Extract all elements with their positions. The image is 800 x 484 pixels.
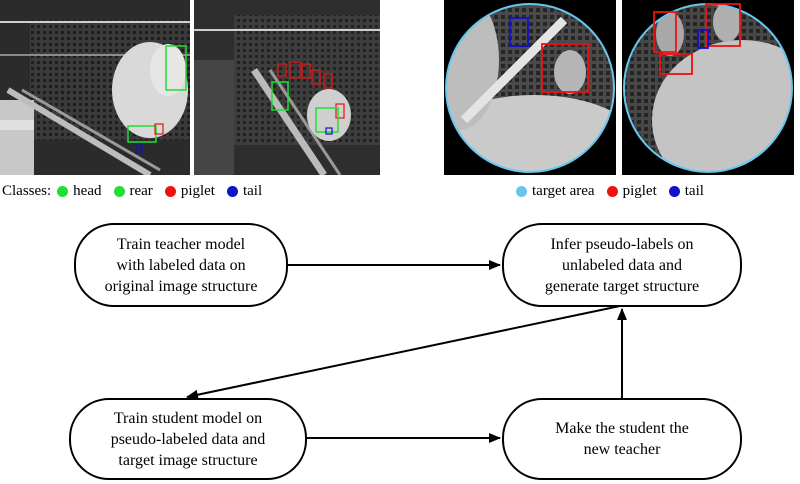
original-image-1 — [0, 0, 190, 175]
legend-item-tail: tail — [226, 183, 262, 200]
legend-classes: Classes: head rear piglet tail — [2, 183, 274, 200]
blue-dot-icon — [668, 186, 680, 197]
original-image-2 — [194, 0, 380, 175]
legend-target: target area piglet tail — [516, 183, 716, 200]
target-image-2 — [622, 0, 794, 175]
light-blue-dot-icon — [516, 186, 527, 197]
legend-item-piglet: piglet — [164, 183, 215, 200]
target-image-1 — [444, 0, 616, 175]
red-dot-icon — [164, 186, 176, 197]
legend-item-head: head — [57, 183, 102, 200]
green-dot-icon — [113, 186, 125, 197]
legend-title: Classes: — [2, 183, 52, 199]
arrow-infer-to-student — [186, 305, 621, 400]
legend-item-piglet: piglet — [606, 183, 657, 200]
legend-item-tail: tail — [668, 183, 704, 200]
blue-dot-icon — [226, 186, 238, 197]
red-dot-icon — [606, 186, 618, 197]
legend-item-rear: rear — [113, 183, 153, 200]
green-dot-icon — [57, 186, 69, 197]
legend-item-target-area: target area — [516, 183, 595, 200]
